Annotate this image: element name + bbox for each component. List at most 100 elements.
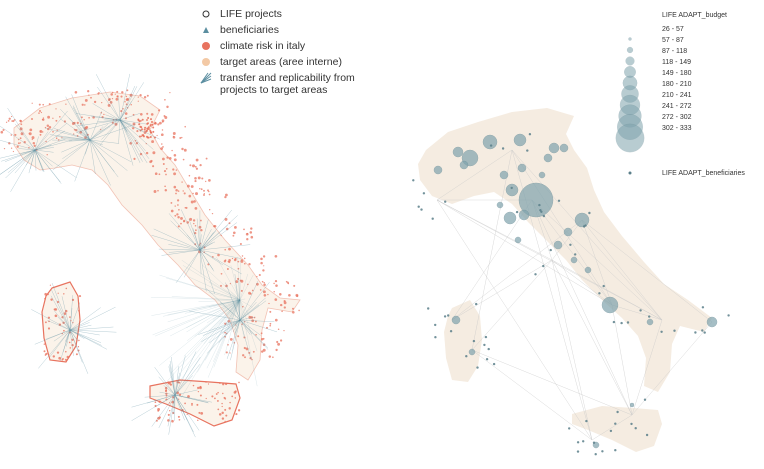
risk-dot xyxy=(87,90,89,92)
beneficiary-dot xyxy=(447,314,449,316)
budget-circle xyxy=(434,166,442,174)
risk-dot xyxy=(195,192,198,195)
risk-dot xyxy=(31,118,33,120)
risk-dot xyxy=(13,151,14,152)
risk-dot xyxy=(237,335,239,337)
risk-dot xyxy=(171,210,174,213)
risk-dot xyxy=(44,343,46,345)
risk-dot xyxy=(159,173,161,175)
risk-dot xyxy=(167,381,169,383)
risk-dot xyxy=(45,321,47,323)
beneficiary-dot xyxy=(534,273,536,275)
risk-dot xyxy=(235,397,237,399)
legend-item-target-areas: target areas (aree interne) xyxy=(198,56,358,68)
risk-dot xyxy=(195,229,197,231)
risk-dot xyxy=(146,130,148,132)
risk-dot xyxy=(195,207,198,210)
budget-circle xyxy=(560,144,568,152)
beneficiary-dot xyxy=(420,208,422,210)
risk-dot xyxy=(162,129,163,130)
risk-dot xyxy=(241,259,243,261)
risk-dot xyxy=(187,414,188,415)
risk-dot xyxy=(115,98,118,101)
risk-dot xyxy=(169,410,170,411)
risk-dot xyxy=(269,355,271,357)
risk-dot xyxy=(183,221,185,223)
risk-dot xyxy=(140,113,143,116)
budget-circle xyxy=(519,210,529,220)
risk-dot xyxy=(146,119,148,121)
risk-dot xyxy=(47,154,48,155)
risk-dot xyxy=(174,215,176,217)
open-circle-icon xyxy=(198,8,214,20)
risk-dot xyxy=(147,117,149,119)
risk-dot xyxy=(196,168,198,170)
risk-dot xyxy=(32,136,35,139)
risk-dot xyxy=(244,356,246,358)
connection-line xyxy=(452,260,552,320)
risk-dot xyxy=(219,382,221,384)
risk-dot xyxy=(58,293,59,294)
risk-dot xyxy=(244,263,246,265)
risk-dot xyxy=(116,95,118,97)
beneficiary-dot xyxy=(486,358,488,360)
small-triangle-icon xyxy=(198,24,214,36)
risk-dot xyxy=(138,101,139,102)
flow-line xyxy=(167,300,240,381)
risk-dot xyxy=(152,165,154,167)
budget-circle xyxy=(500,171,508,179)
beneficiary-dot xyxy=(595,453,597,455)
beneficiary-dot xyxy=(526,149,528,151)
beneficiary-dot xyxy=(585,420,587,422)
budget-circle xyxy=(460,161,468,169)
risk-dot xyxy=(260,289,262,291)
risk-dot xyxy=(183,159,185,161)
risk-dot xyxy=(139,94,141,96)
risk-dot xyxy=(175,205,176,206)
risk-dot xyxy=(65,359,67,361)
risk-dot xyxy=(225,259,227,261)
risk-dot xyxy=(234,391,237,394)
risk-dot xyxy=(50,285,51,286)
risk-dot xyxy=(197,387,199,389)
risk-dot xyxy=(152,127,154,129)
left-legend: LIFE projects beneficiaries climate risk… xyxy=(198,8,358,100)
risk-dot xyxy=(199,188,200,189)
risk-dot xyxy=(221,273,223,275)
beneficiary-dot xyxy=(434,324,436,326)
budget-circle xyxy=(571,257,577,263)
risk-dot xyxy=(157,190,159,192)
beneficiary-dot xyxy=(588,212,590,214)
risk-dot xyxy=(296,295,298,297)
beneficiary-dot xyxy=(412,179,414,181)
risk-dot xyxy=(42,119,43,120)
beneficiary-dot xyxy=(475,303,477,305)
risk-dot xyxy=(238,409,240,411)
beneficiary-dot xyxy=(542,265,544,267)
risk-dot xyxy=(184,149,187,152)
risk-dot xyxy=(32,103,33,104)
beneficiary-dot xyxy=(444,315,446,317)
beneficiary-dot xyxy=(598,292,600,294)
risk-dot xyxy=(82,104,84,106)
risk-dot xyxy=(173,132,176,135)
risk-dot xyxy=(49,126,52,129)
risk-dot xyxy=(150,160,152,162)
risk-dot xyxy=(150,125,152,127)
risk-dot xyxy=(41,112,42,113)
risk-dot xyxy=(224,249,226,251)
risk-dot xyxy=(187,185,190,188)
risk-dot xyxy=(263,338,265,340)
risk-dot xyxy=(88,94,89,95)
risk-dot xyxy=(92,116,95,119)
beneficiary-dot xyxy=(493,363,495,365)
risk-dot xyxy=(209,194,211,196)
risk-dot xyxy=(228,261,230,263)
risk-dot xyxy=(179,419,181,421)
risk-dot xyxy=(222,393,223,394)
risk-dot xyxy=(270,323,272,325)
risk-dot xyxy=(200,229,202,231)
risk-dot xyxy=(63,293,64,294)
risk-dot xyxy=(263,282,264,283)
risk-dot xyxy=(253,351,255,353)
